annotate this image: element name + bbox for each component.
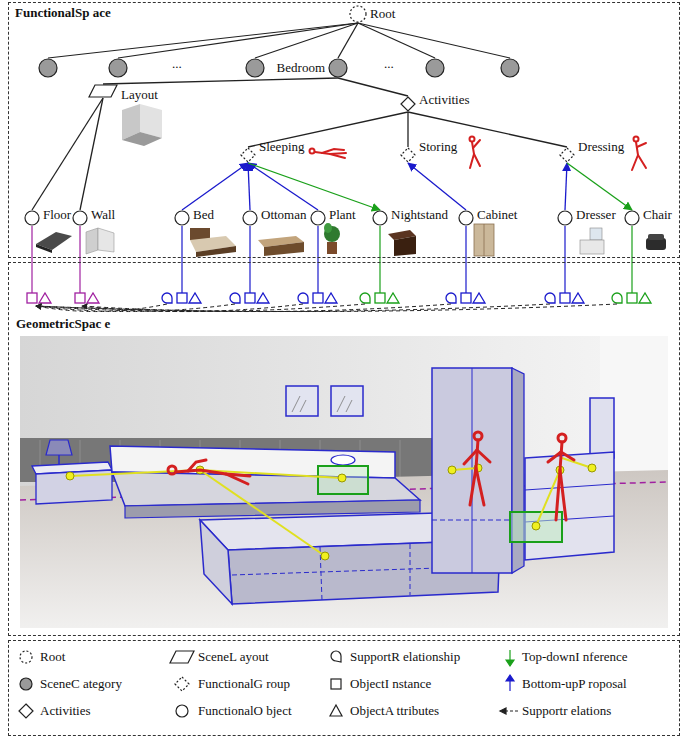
legend-text: Root bbox=[40, 649, 65, 664]
node-label: Chair bbox=[643, 207, 672, 222]
legend-text: SceneC ategory bbox=[40, 676, 122, 691]
connector bbox=[565, 163, 567, 210]
node-shape bbox=[328, 58, 348, 78]
node-shape bbox=[400, 96, 416, 112]
support-arrows bbox=[36, 304, 617, 312]
legend-text: FunctionalG roup bbox=[198, 676, 290, 691]
connector bbox=[338, 78, 408, 96]
legend-text: Activities bbox=[40, 703, 91, 718]
node-label: Sleeping bbox=[259, 139, 305, 154]
scene-category: Bedroom bbox=[328, 58, 348, 78]
panel-heading: FunctionalSp ace bbox=[15, 5, 111, 20]
geometric-space-panel: GeometricSpac e bbox=[8, 262, 680, 636]
connector bbox=[567, 163, 632, 210]
node-label: Dresser bbox=[576, 207, 616, 222]
functional-space-panel: FunctionalSp aceRootBedroomLayoutActivit… bbox=[8, 2, 680, 258]
node-label: Cabinet bbox=[477, 207, 517, 222]
connector bbox=[248, 163, 318, 210]
functional-object: Floor bbox=[24, 210, 40, 226]
node-label: Bedroom bbox=[277, 60, 325, 75]
instance-links bbox=[32, 226, 632, 293]
node-shape bbox=[559, 147, 575, 163]
node-label: Root bbox=[370, 6, 395, 21]
functional-object: Plant bbox=[310, 210, 326, 226]
panel-heading: GeometricSpac e bbox=[16, 316, 110, 331]
connector bbox=[408, 163, 466, 210]
category-links bbox=[48, 23, 510, 58]
connector bbox=[338, 23, 358, 58]
connector bbox=[103, 78, 338, 84]
node-shape bbox=[458, 210, 474, 226]
node-label: Activities bbox=[419, 92, 470, 107]
node-shape bbox=[349, 5, 367, 23]
node-shape bbox=[310, 210, 326, 226]
node-label: Ottoman bbox=[261, 207, 307, 222]
activities-node: Activities bbox=[400, 96, 416, 112]
node-shape bbox=[174, 210, 190, 226]
node-label: Floor bbox=[43, 207, 71, 222]
functional-object: Chair bbox=[624, 210, 640, 226]
instance-symbols bbox=[27, 293, 651, 303]
legend-text: SceneL ayout bbox=[198, 649, 269, 664]
connector bbox=[80, 98, 103, 210]
ellipsis-label: ... bbox=[384, 56, 394, 71]
scene-category-circles bbox=[39, 59, 519, 77]
connector bbox=[32, 98, 103, 210]
node-shape bbox=[72, 210, 88, 226]
functional-object: Dresser bbox=[557, 210, 573, 226]
legend-text: Top-downI nference bbox=[522, 649, 628, 664]
connector bbox=[182, 163, 248, 210]
functional-object: Cabinet bbox=[458, 210, 474, 226]
node-shape bbox=[88, 84, 118, 98]
node-shape bbox=[624, 210, 640, 226]
legend-text: ObjectI nstance bbox=[350, 676, 431, 691]
legend-text: ObjectA ttributes bbox=[350, 703, 439, 718]
room-photo bbox=[20, 336, 668, 628]
legend-symbols bbox=[19, 650, 518, 718]
functional-group: Storing bbox=[400, 147, 416, 163]
scene-layout: Layout bbox=[88, 84, 118, 98]
legend-text: FunctionalO bject bbox=[198, 703, 292, 718]
room-icon bbox=[122, 104, 162, 146]
connector bbox=[248, 163, 250, 210]
node-shape bbox=[557, 210, 573, 226]
node-label: Bed bbox=[193, 207, 214, 222]
node-shape bbox=[372, 210, 388, 226]
node-label: Wall bbox=[91, 207, 115, 222]
connector bbox=[407, 112, 408, 147]
object-icons bbox=[36, 223, 666, 257]
legend-text: Supportr elations bbox=[522, 703, 611, 718]
functional-object: Bed bbox=[174, 210, 190, 226]
functional-object: Nightstand bbox=[372, 210, 388, 226]
legend-text: Bottom-upP roposal bbox=[522, 676, 627, 691]
node-shape bbox=[242, 210, 258, 226]
node-label: Storing bbox=[419, 139, 457, 154]
connector bbox=[248, 163, 380, 210]
functional-group: Dressing bbox=[559, 147, 575, 163]
node-label: Layout bbox=[121, 87, 158, 102]
ellipsis-label: ... bbox=[172, 56, 182, 71]
functional-object: Ottoman bbox=[242, 210, 258, 226]
legend-text: SupportR elationship bbox=[350, 649, 460, 664]
functional-object: Wall bbox=[72, 210, 88, 226]
root-node: Root bbox=[349, 5, 367, 23]
activity-figures bbox=[310, 137, 647, 171]
node-label: Nightstand bbox=[391, 207, 448, 222]
node-shape bbox=[24, 210, 40, 226]
node-label: Plant bbox=[329, 207, 356, 222]
node-label: Dressing bbox=[578, 139, 624, 154]
functional-group: Sleeping bbox=[240, 147, 256, 163]
node-shape bbox=[240, 147, 256, 163]
node-shape bbox=[400, 147, 416, 163]
